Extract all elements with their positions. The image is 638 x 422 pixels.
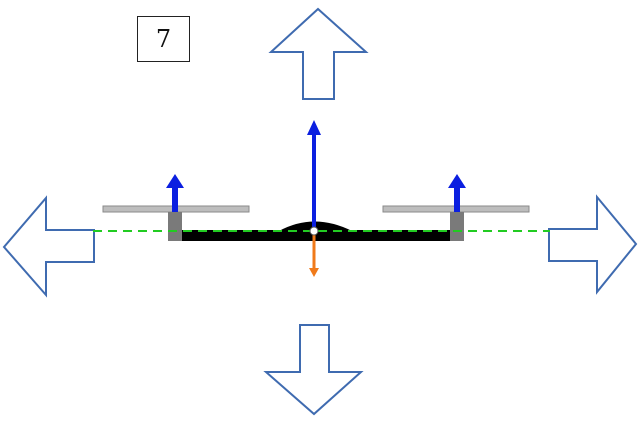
up-arrow-outline-icon <box>268 7 369 100</box>
left-thrust-arrow-icon <box>166 174 184 212</box>
drone-frame-arm <box>182 230 450 241</box>
center-of-mass-point <box>309 226 319 236</box>
right-thrust-arrow-icon <box>448 174 466 212</box>
total-lift-arrow-icon <box>307 120 321 231</box>
weight-arrow-icon <box>309 233 319 277</box>
figure-number-label: 7 <box>137 16 190 62</box>
left-motor <box>168 212 182 241</box>
figure-number-text: 7 <box>155 25 172 53</box>
down-arrow-outline-icon <box>263 324 364 416</box>
left-arrow-outline-icon <box>2 195 95 298</box>
right-motor <box>450 212 464 241</box>
right-arrow-outline-icon <box>548 194 638 295</box>
